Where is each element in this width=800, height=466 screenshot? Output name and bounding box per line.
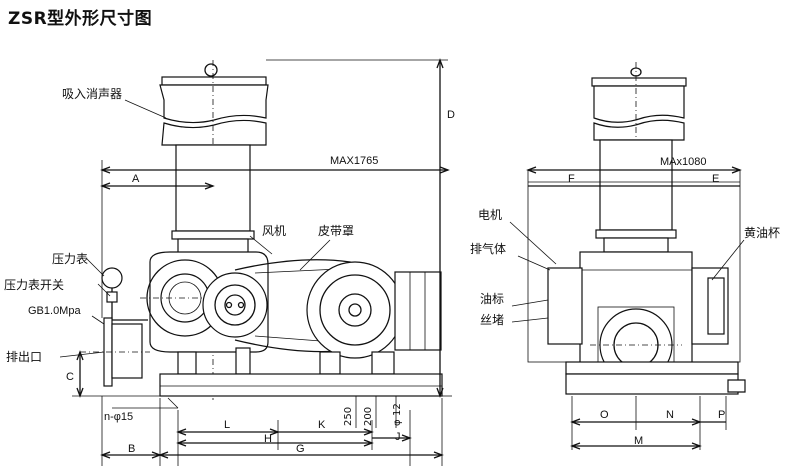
dim-phi: φ — [392, 419, 403, 426]
dim-a: A — [132, 173, 140, 185]
label-flange-std: GB1.0Mpa — [28, 305, 81, 317]
label-gauge-switch: 压力表开关 — [4, 278, 64, 292]
dim-h: H — [264, 433, 272, 445]
dim-max-width: MAx1080 — [660, 156, 706, 168]
dim-max-length: MAX1765 — [330, 155, 378, 167]
dim-k: K — [318, 419, 326, 431]
dim-g: G — [296, 443, 305, 455]
dim-f: F — [568, 173, 575, 185]
label-grease-cup: 黄油杯 — [744, 226, 780, 240]
side-view — [59, 58, 452, 466]
label-oil-mark: 油标 — [480, 292, 504, 306]
dim-l: L — [224, 419, 230, 431]
dim-d: D — [447, 109, 455, 121]
large-pulley — [306, 261, 404, 359]
dim-250: 250 — [343, 407, 354, 426]
dim-n: N — [666, 409, 674, 421]
drawing-title: ZSR型外形尺寸图 — [8, 9, 153, 29]
pressure-gauge — [101, 267, 123, 289]
dim-200: 200 — [363, 407, 374, 426]
dim-m: M — [634, 435, 643, 447]
dim-j: J — [395, 431, 401, 443]
label-outlet: 排出口 — [6, 350, 42, 364]
label-motor: 电机 — [478, 208, 502, 222]
front-view — [509, 62, 746, 450]
dim-c: C — [66, 371, 74, 383]
label-exhaust-body: 排气体 — [470, 241, 506, 256]
dim-p: P — [718, 409, 725, 421]
motor-body — [394, 271, 442, 351]
label-pressure-gauge: 压力表 — [52, 252, 88, 266]
label-fan: 风机 — [262, 224, 286, 238]
lifting-eye — [204, 63, 218, 77]
label-plug: 丝堵 — [480, 313, 504, 327]
label-hole: n-φ15 — [104, 411, 133, 423]
label-belt-cover: 皮带罩 — [318, 224, 354, 238]
dim-b: B — [128, 443, 135, 455]
dim-12: 12 — [392, 403, 403, 416]
dim-e: E — [712, 173, 719, 185]
base-frame — [159, 373, 443, 397]
label-suction-silencer: 吸入消声器 — [62, 87, 122, 101]
dim-o: O — [600, 409, 609, 421]
intake-pipe — [175, 144, 251, 232]
silencer-cap — [161, 76, 267, 86]
suction-silencer — [159, 84, 269, 124]
